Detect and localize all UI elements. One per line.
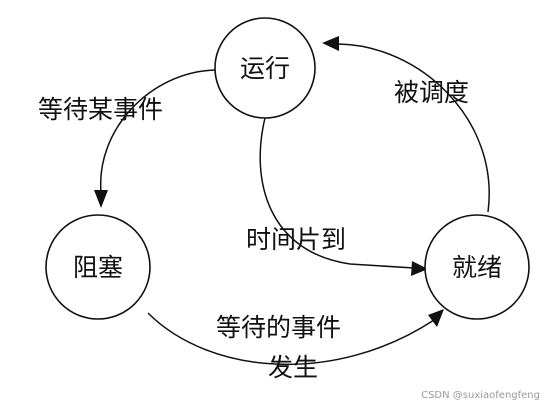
watermark: CSDN @suxiaofengfeng [421, 390, 540, 401]
label-event-occurs-line1: 等待的事件 [216, 313, 341, 342]
edge-blocked-to-ready [147, 312, 435, 366]
label-wait-event: 等待某事件 [38, 95, 163, 124]
state-blocked-circle [45, 214, 151, 320]
state-running-circle [214, 17, 316, 119]
label-event-occurs-line2: 发生 [268, 353, 318, 382]
label-scheduled: 被调度 [394, 78, 469, 107]
label-time-slice-up: 时间片到 [246, 225, 346, 254]
state-ready: 就绪 [424, 214, 530, 320]
state-ready-circle [424, 214, 530, 320]
edge-running-to-ready [259, 117, 415, 269]
state-running-label: 运行 [240, 54, 290, 83]
edge-ready-to-running [337, 43, 490, 213]
state-blocked-label: 阻塞 [73, 253, 123, 282]
state-running: 运行 [214, 17, 316, 119]
arrowhead-ready-to-running [322, 36, 339, 51]
arrowhead-running-to-blocked [94, 190, 108, 208]
arrowhead-running-to-ready [411, 261, 428, 276]
state-blocked: 阻塞 [45, 214, 151, 320]
arrowhead-blocked-to-ready [428, 309, 444, 327]
edge-running-to-blocked [100, 69, 216, 193]
state-ready-label: 就绪 [452, 253, 502, 282]
